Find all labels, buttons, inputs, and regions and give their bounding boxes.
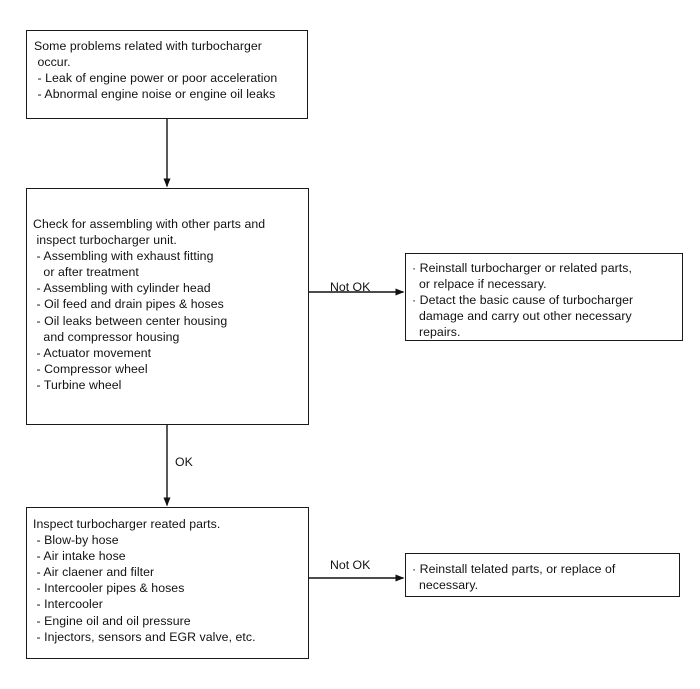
symptom-box [26,30,308,119]
reinstall-related-parts-action-box [405,553,680,597]
check-turbocharger-unit-text: Check for assembling with other parts an… [33,217,266,392]
edge-label-not-ok-related: Not OK [330,558,371,572]
edge-label-ok: OK [175,455,193,469]
edge-label-not-ok-unit: Not OK [330,280,371,294]
reinstall-turbocharger-action-box [405,253,683,341]
symptom-box-text: Some problems related with turbocharger … [34,39,278,102]
reinstall-related-parts-action-text: · Reinstall telated parts, or replace of… [412,562,616,593]
reinstall-turbocharger-action-text: · Reinstall turbocharger or related part… [412,261,634,340]
inspect-related-parts-box [26,507,309,659]
check-turbocharger-unit-box [26,188,309,425]
inspect-related-parts-text: Inspect turbocharger reated parts. - Blo… [33,517,256,644]
